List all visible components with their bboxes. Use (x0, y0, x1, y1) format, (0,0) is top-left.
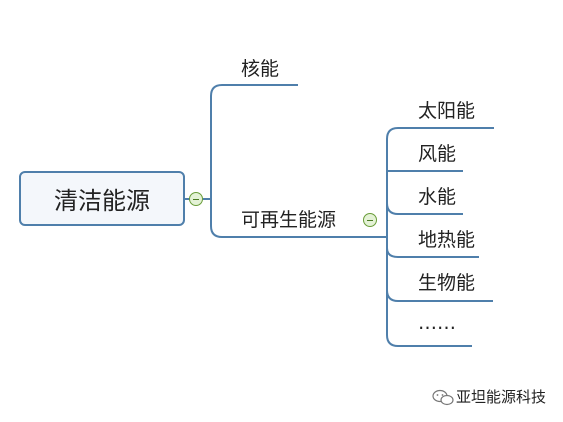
watermark: 亚坦能源科技 (432, 386, 546, 407)
child-wind-label[interactable]: 风能 (418, 143, 457, 165)
child-geothermal-label[interactable]: 地热能 (418, 229, 476, 251)
branch-trunk (210, 84, 386, 238)
watermark-text: 亚坦能源科技 (456, 388, 547, 406)
root-collapse-toggle[interactable] (189, 192, 203, 206)
child-biomass-label[interactable]: 生物能 (418, 272, 476, 294)
renewable-collapse-toggle[interactable] (363, 213, 377, 227)
child-hydro-label[interactable]: 水能 (418, 186, 457, 208)
child-more-label[interactable]: …… (418, 312, 456, 334)
wechat-icon (432, 389, 454, 406)
children-trunk (386, 127, 494, 347)
branch-renewable-label[interactable]: 可再生能源 (241, 209, 337, 231)
root-node[interactable]: 清洁能源 (19, 171, 185, 226)
root-node-label: 清洁能源 (54, 187, 150, 215)
branch-nuclear-label[interactable]: 核能 (241, 58, 280, 80)
child-solar-label[interactable]: 太阳能 (418, 100, 476, 122)
